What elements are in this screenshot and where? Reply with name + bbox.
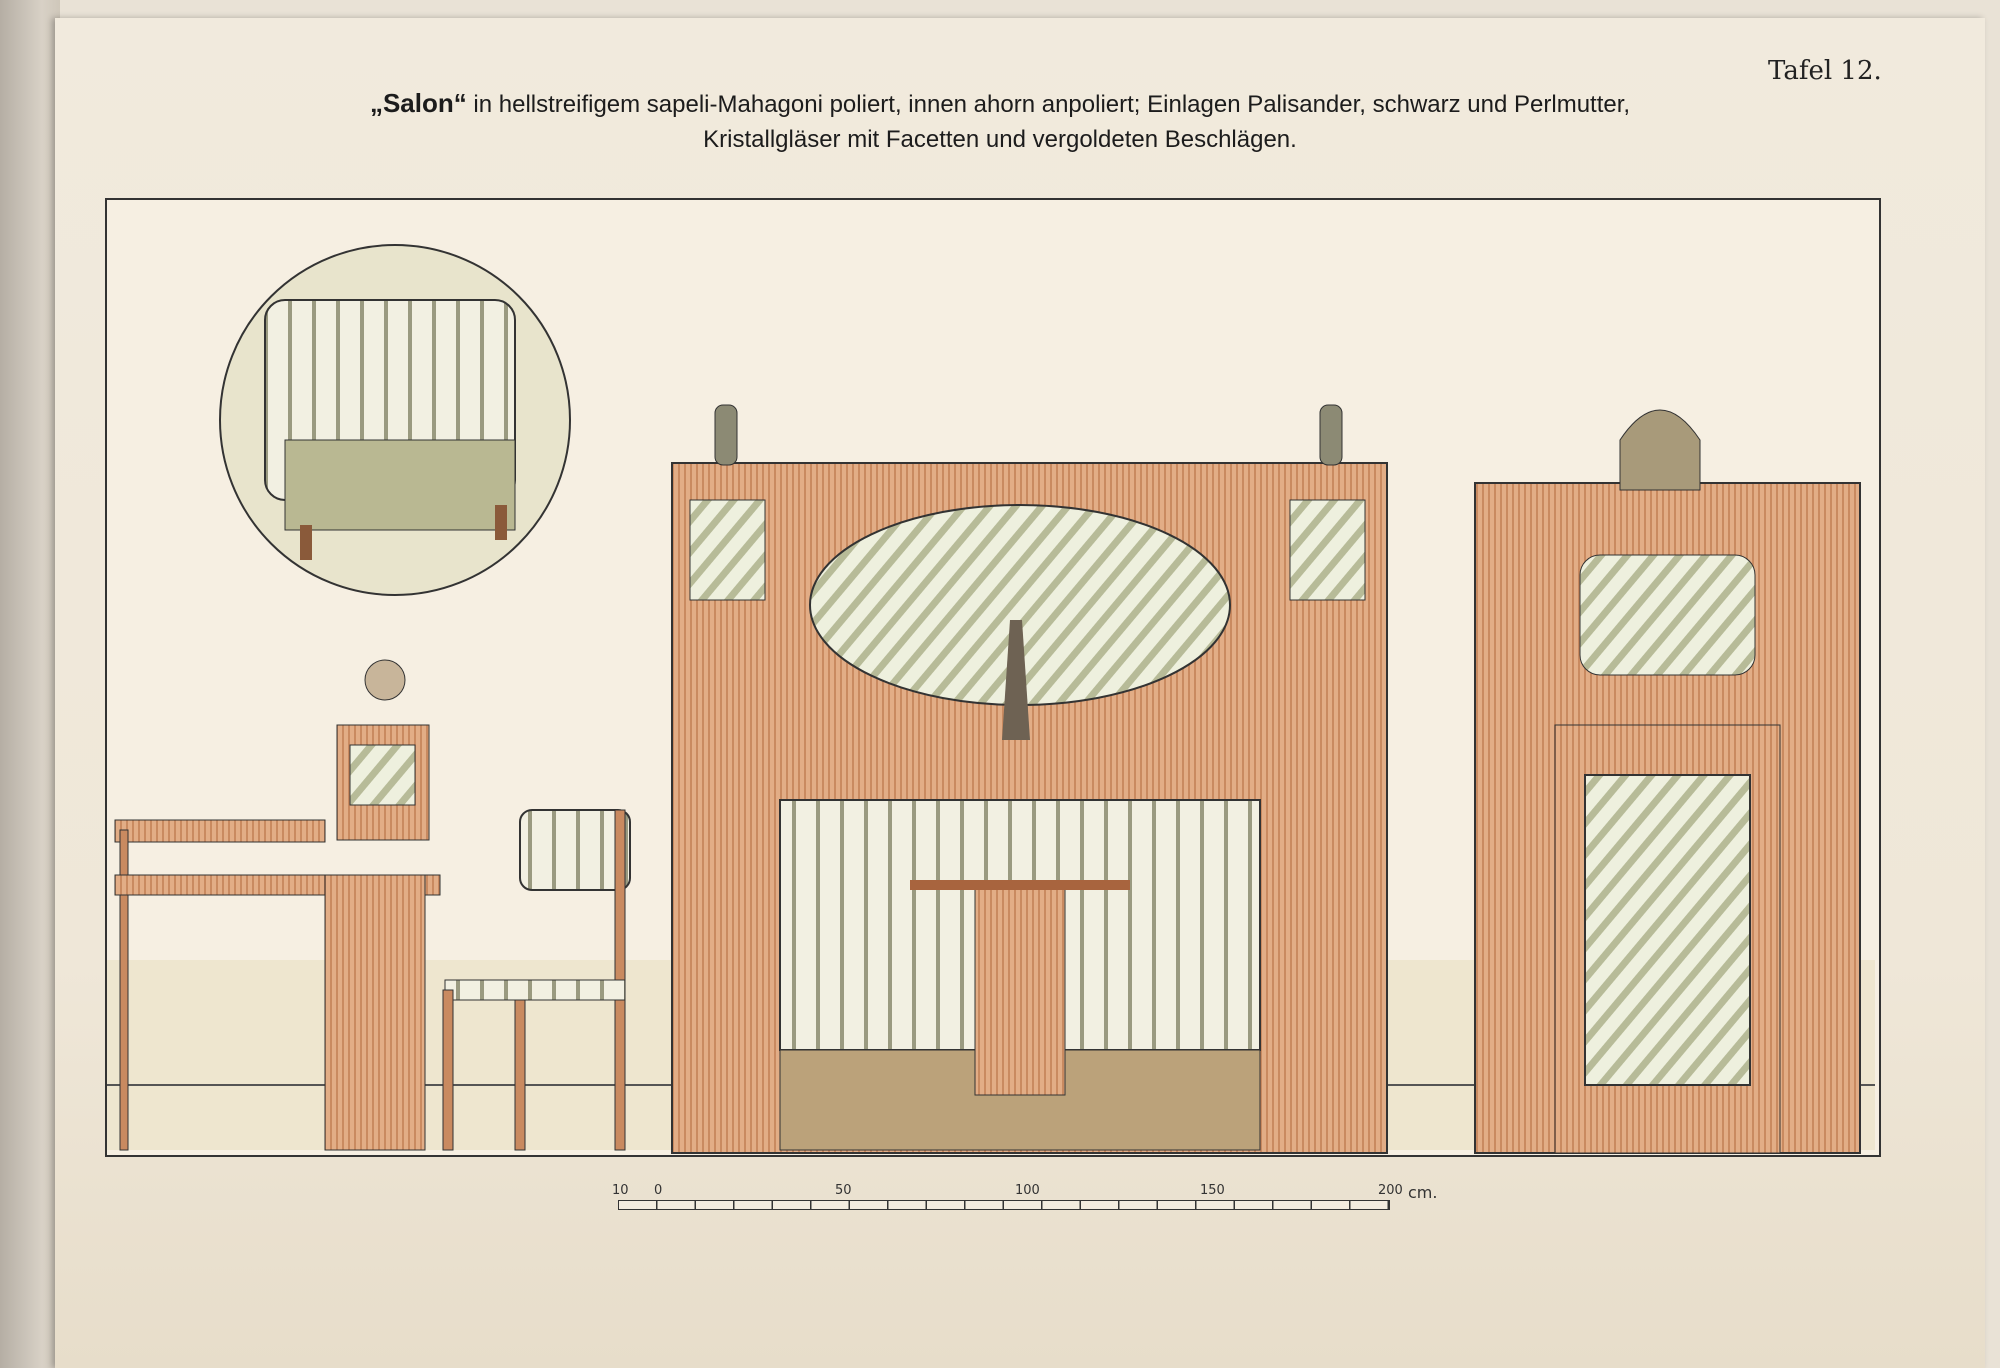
title-rest: in hellstreifigem sapeli-Mahagoni polier…: [466, 91, 1631, 118]
book-binding: [0, 0, 60, 1368]
scale-label-100: 100: [1015, 1183, 1040, 1198]
side-chair: [442, 809, 631, 1151]
scale-unit: cm.: [1408, 1183, 1438, 1202]
scale-label-0: 0: [654, 1183, 663, 1198]
scale-label-200: 200: [1378, 1183, 1403, 1198]
scale-ruler: [618, 1200, 1390, 1210]
plate-title-line-2: Kristallgläser mit Facetten und vergolde…: [703, 126, 1297, 153]
writing-desk: [114, 659, 441, 1151]
plate-title-line-1: „Salon“ in hellstreifigem sapeli-Mahagon…: [200, 88, 1800, 119]
armchair-vignette: [219, 244, 571, 596]
plate-number: Tafel 12.: [1768, 56, 1882, 86]
scale-bar: 10 0 50 100 150 200 cm.: [610, 1183, 1450, 1223]
title-bold: „Salon“: [369, 88, 467, 118]
scale-label-50: 50: [835, 1183, 852, 1198]
scale-label-10: 10: [612, 1183, 629, 1198]
display-cabinet: [1474, 409, 1861, 1154]
scale-label-150: 150: [1200, 1183, 1225, 1198]
salon-wall-unit: [671, 404, 1388, 1154]
